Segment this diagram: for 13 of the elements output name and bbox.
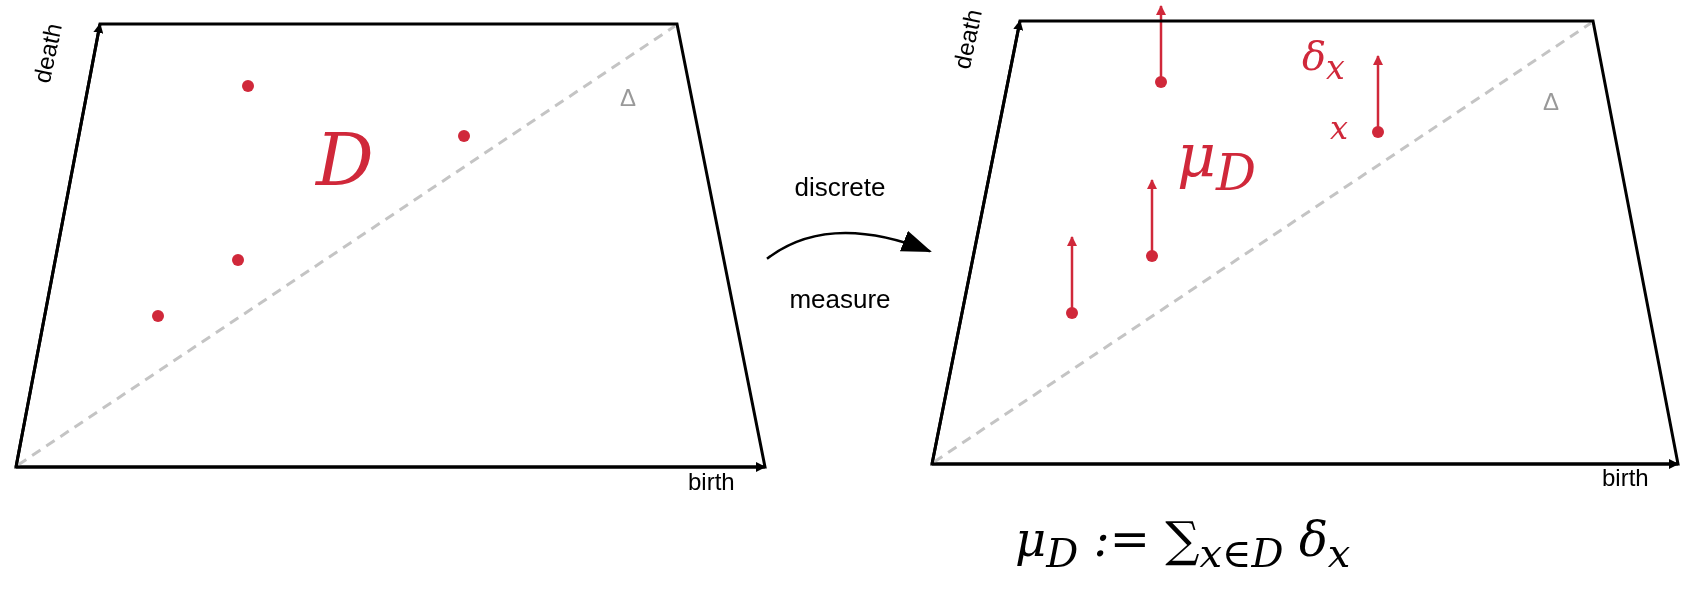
axis-label: death <box>950 7 986 71</box>
curved-arrow <box>766 231 932 260</box>
math-symbol: D <box>316 124 374 196</box>
math-symbol: δ$_{x}$ <box>1302 36 1345 85</box>
diagonal-symbol: Δ <box>620 86 637 110</box>
diagonal-symbol: Δ <box>1543 90 1560 114</box>
math-symbol: x <box>1330 112 1349 144</box>
axis-label: birth <box>688 470 735 494</box>
math-symbol: μ$_{D}$ <box>1177 126 1257 198</box>
axis-label: death <box>30 21 66 85</box>
axis-label: birth <box>1602 466 1649 490</box>
formula: μ$_{D}$ := ∑$_{x∈D}$ δ$_{x}$ <box>1015 515 1351 573</box>
edge-label: discrete measure <box>788 171 892 317</box>
